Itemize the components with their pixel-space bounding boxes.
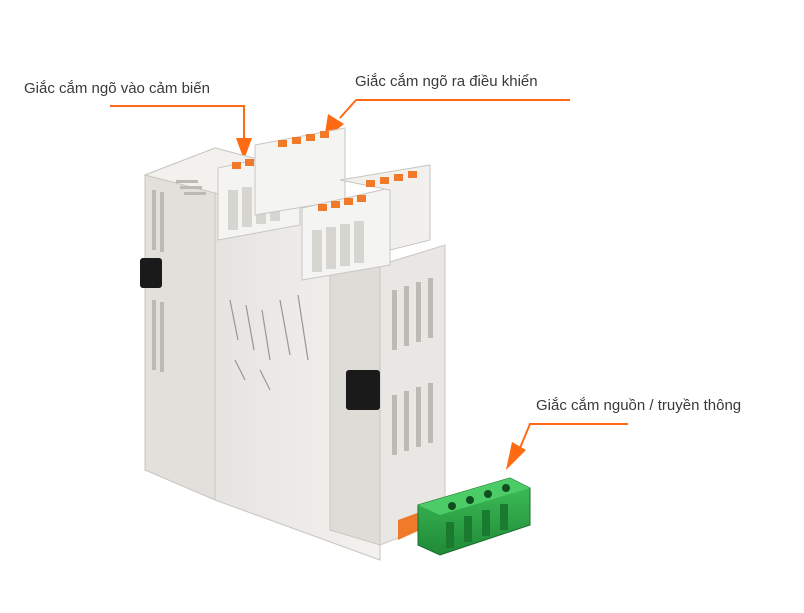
callout-power-comm — [506, 423, 628, 470]
front-printed-marks — [229, 294, 309, 391]
callout-sensor-input — [110, 105, 252, 160]
orange-release-tab — [398, 512, 420, 540]
latch-left-icon[interactable] — [140, 258, 162, 288]
label-power-communication-connector: Giắc cắm nguồn / truyền thông — [536, 397, 742, 414]
vent-slots-right — [392, 278, 433, 455]
vent-slots-left — [152, 180, 206, 372]
label-control-output-connector: Giắc cắm ngõ ra điều khiển — [355, 73, 538, 90]
power-communication-connector[interactable] — [417, 477, 531, 556]
latch-right-icon[interactable] — [346, 370, 380, 410]
control-output-connector-right[interactable] — [339, 164, 431, 251]
callout-control-output — [324, 99, 570, 140]
control-output-connector-lower[interactable] — [301, 187, 391, 281]
label-sensor-input-connector: Giắc cắm ngõ vào cảm biến — [24, 80, 210, 97]
